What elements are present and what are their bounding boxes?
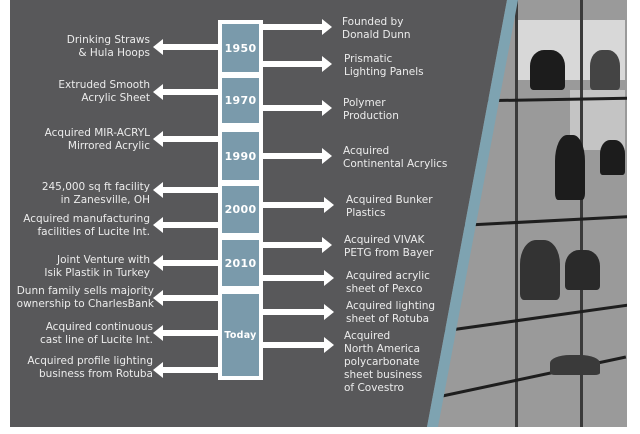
year-box-2010: 2010 (222, 240, 259, 286)
left-arrow-icon (153, 255, 218, 271)
left-arrow-icon (153, 84, 218, 100)
event-label-left: Acquired continuous cast line of Lucite … (39, 321, 153, 346)
year-box-1950: 1950 (222, 24, 259, 72)
event-label-right: Acquired North America polycarbonate she… (344, 330, 423, 394)
left-arrow-icon (153, 217, 218, 233)
event-label-left: Acquired manufacturing facilities of Luc… (23, 213, 150, 238)
year-box-today: Today (222, 294, 259, 376)
left-arrow-icon (153, 39, 218, 55)
event-label-right: Founded by Donald Dunn (342, 16, 411, 41)
right-arrow-icon (263, 197, 334, 213)
event-label-left: Drinking Straws & Hula Hoops (66, 34, 150, 59)
year-box-1990: 1990 (222, 132, 259, 180)
event-label-right: Acquired Bunker Plastics (346, 194, 433, 219)
right-arrow-icon (263, 100, 332, 116)
event-label-right: Acquired acrylic sheet of Pexco (346, 270, 430, 295)
left-arrow-icon (153, 362, 218, 378)
event-label-right: Acquired lighting sheet of Rotuba (346, 300, 436, 325)
year-box-1970: 1970 (222, 78, 259, 123)
year-box-2000: 2000 (222, 186, 259, 233)
event-label-right: Prismatic Lighting Panels (344, 53, 424, 78)
right-arrow-icon (263, 270, 334, 286)
event-label-left: 245,000 sq ft facility in Zanesville, OH (41, 181, 150, 206)
timeline-infographic: 1950 1970 1990 2000 2010 Today Drinking … (10, 0, 627, 427)
event-label-left: Dunn family sells majority ownership to … (16, 285, 154, 310)
right-arrow-icon (263, 337, 334, 353)
left-arrow-icon (153, 131, 218, 147)
event-label-left: Acquired profile lighting business from … (27, 355, 153, 380)
event-label-left: Acquired MIR-ACRYL Mirrored Acrylic (44, 127, 150, 152)
left-arrow-icon (153, 182, 218, 198)
right-arrow-icon (263, 56, 332, 72)
event-label-left: Joint Venture with Isik Plastik in Turke… (44, 254, 150, 279)
right-arrow-icon (263, 304, 334, 320)
left-arrow-icon (153, 290, 218, 306)
event-label-right: Polymer Production (343, 97, 399, 122)
event-label-right: Acquired Continental Acrylics (343, 145, 448, 170)
right-arrow-icon (263, 19, 332, 35)
right-arrow-icon (263, 237, 332, 253)
right-arrow-icon (263, 148, 332, 164)
event-label-left: Extruded Smooth Acrylic Sheet (58, 79, 150, 104)
event-label-right: Acquired VIVAK PETG from Bayer (344, 234, 434, 259)
left-arrow-icon (153, 325, 218, 341)
